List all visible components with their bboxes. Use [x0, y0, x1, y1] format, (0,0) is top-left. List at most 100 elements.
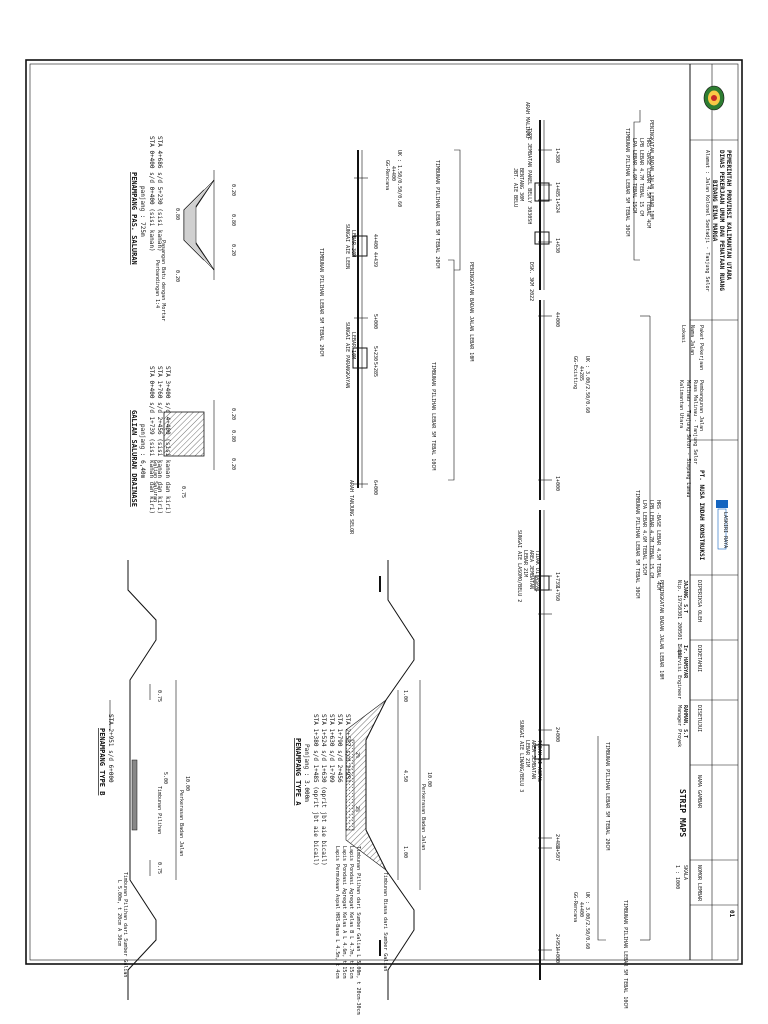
typeA-sta: STA 2+537 s/d 2+951	[344, 714, 351, 783]
fill-note-10cm: TIMBUNAN PILIHAN LEBAR 5M TEBAL 10CM	[622, 900, 628, 1008]
division-name: BIDANG BINA MARGA	[711, 180, 718, 242]
rect-sta-2: STA 1+760 s/d 2+456 (sisi kanan dan kiri…	[156, 366, 163, 514]
station-label: 2+951	[554, 934, 560, 949]
spec-line: LPB LEBAR 4.7M TEBAL 15 CM	[648, 500, 654, 578]
svg-text:0.20: 0.20	[230, 408, 236, 420]
typeA-sta: STA 1+630 s/d 1+709	[328, 714, 335, 783]
station-label: 4+439	[372, 252, 378, 267]
svg-text:0.80: 0.80	[230, 430, 236, 442]
station-label: 5+000	[372, 314, 378, 329]
culvert-size: UK : 3.00/2.50/0.60	[584, 892, 590, 949]
title-block: PEMERINTAH PROVINSI KALIMANTAN UTARA DIN…	[674, 64, 738, 960]
typeA-road: Perkerasan Badan Jalan	[420, 784, 426, 850]
svg-text:0.20: 0.20	[230, 184, 236, 196]
river-1-name: SUNGAI AIE LEEN	[344, 224, 350, 269]
spec-line: TIMBUNAN PILIHAN LEBAR 5M TEBAL 30CM	[624, 128, 630, 236]
svg-text:0.20: 0.20	[230, 244, 236, 256]
direction-label: ARAH MALINAU	[524, 102, 530, 138]
job-value: Pembangunan Jalan	[698, 380, 704, 431]
typeA-side: 1.00	[402, 690, 408, 702]
river-3-name: SUNGAI AIE LASOMO/BELU 2	[516, 530, 522, 602]
station-label: 1+380	[554, 148, 560, 163]
typeB-inner-label: Timbunan Pilihan	[156, 786, 162, 834]
pavement-layer	[131, 759, 138, 831]
typeB-title: PENAMPANG TYPE B	[98, 728, 106, 795]
cross-section-type-b: 10.00 Perkerasan Badan Jalan 5.00 Timbun…	[98, 560, 381, 1000]
fill-note-bottom: TIMBUNAN PILIHAN LEBAR 5M TEBAL 20CM	[604, 742, 610, 850]
widening-note-bottom: PENINGKATAN BADAN JALAN LEBAR 10M	[658, 580, 664, 679]
rect-note: Galian Saluran	[152, 460, 158, 502]
sig1-nip: Nip. 19750301 200501 1 001	[676, 580, 682, 658]
bridge-1-name: JBT. AIE BELU	[512, 168, 518, 207]
bridge-marker-2	[534, 575, 550, 591]
typeA-layer: Lapis Pondasi Agregat Kelas A L 4.6m, t …	[341, 846, 347, 978]
bridge-marker-3	[534, 744, 550, 760]
spec-line: HRS -BASE LEBAR 4.5M TEBAL 4CM	[655, 500, 661, 590]
culvert-station: 4+285	[578, 366, 584, 381]
contractor-name: PT. NUSA INDAH KONSTRUKSI	[698, 470, 705, 561]
channel-section	[163, 411, 205, 457]
trap-note: Pasangan Batu dengan Mortar	[160, 240, 166, 321]
culvert-plan: GG-Rencana	[572, 892, 578, 922]
typeA-inner: 4.50	[402, 770, 408, 782]
widening-note-2: PENINGKATAN BADAN JALAN LEBAR 10M	[468, 262, 474, 361]
fill-note-second: TIMBUNAN PILIHAN LEBAR 5M TEBAL 20CM	[318, 248, 324, 356]
station-label: 1+630	[554, 238, 560, 253]
year-value: Kalimantan Utara	[678, 380, 684, 428]
river-4-width: LEBAR 21M	[524, 740, 530, 767]
spec-line: LPB LEBAR 4.7M TEBAL 15 CM	[638, 138, 644, 216]
typeA-slope: 2%	[354, 806, 360, 812]
sig1-title: DIPERIKSA OLEH	[696, 580, 702, 622]
government-logo-icon	[703, 85, 725, 111]
typeB-note-2: L 5.00m, t 20cm A 30cm	[116, 880, 122, 946]
typeA-sta: STA 1+790 s/d 2+456	[336, 714, 343, 783]
station-label: 1+524	[554, 198, 560, 213]
typeA-length: Panjang : 3.000m	[303, 744, 310, 802]
svg-text:0.80: 0.80	[174, 208, 180, 220]
river-3-area: AREA JEMBATAN	[528, 550, 534, 589]
river-3-note: TIDAK DI ASPAL	[534, 550, 540, 592]
direction-label: ARAH TANJUNG SELOR	[348, 480, 354, 535]
pavement-layers	[345, 739, 355, 831]
sig3-name: RAHMAN, S.T	[682, 705, 688, 738]
widening-note-top: PENINGKATAN BADAN JALAN LEBAR 10M	[648, 120, 654, 219]
trapezoid-drainage-detail: 0.20 0.80 0.20 0.80 0.20 Pasangan Batu d…	[130, 136, 236, 321]
sig2-title: DIKETAHUI	[696, 645, 702, 672]
consultant-name: LASKIRI RAYA	[722, 512, 728, 548]
culvert-station: 4+400	[390, 166, 396, 181]
typeA-layer: Timbunan Pilihan dari Sumber Galian L 5.…	[355, 846, 361, 1015]
station-label: 1+485	[554, 182, 560, 197]
drawing-label: NAMA GAMBAR	[696, 775, 702, 809]
ground-profile	[127, 560, 157, 1000]
station-label: 2+486	[554, 834, 560, 849]
bridge-1-type: TYPE JEMBATAN PANEL BELLY 3030SH	[526, 128, 532, 224]
typeA-title: PENAMPANG TYPE A	[294, 738, 302, 806]
spec-line: HRS -BASE LEBAR 4.5M TEBAL 4CM	[645, 138, 651, 228]
typeB-sta: STA 2+951 s/d 6+000	[107, 714, 114, 783]
drawing-title: STRIP MAPS	[678, 789, 687, 837]
agency-name: PEMERINTAH PROVINSI KALIMANTAN UTARA	[725, 150, 732, 280]
svg-text:0.75: 0.75	[180, 486, 186, 498]
typeA-width: 10.00	[426, 772, 432, 787]
trapezoid-length: panjang : 725m	[139, 186, 146, 237]
spec-line: LPA LEBAR 4.6M TEBAL 15CM	[631, 138, 637, 213]
svg-text:0.20: 0.20	[174, 270, 180, 282]
cross-section-type-a: 10.00 Perkerasan Badan Jalan 4.50 1.00 1…	[294, 560, 432, 1015]
job-value-2: Ruas Malinau - Tanjung Selor	[692, 380, 698, 464]
station-label: 2+000	[554, 727, 560, 742]
river-4-area: AREA JEMBATAN	[530, 740, 536, 779]
trapezoid-sta-1: STA 0+400 s/d 0+400 (sisi kanan)	[148, 136, 155, 252]
trap-note-2: Perbandingan 1:4	[154, 260, 160, 308]
culvert-station: 4+400	[578, 902, 584, 917]
typeA-side: 1.00	[402, 846, 408, 858]
location-label: Nama Jalan	[689, 325, 695, 355]
station-label: 1+760	[554, 586, 560, 601]
typeB-road: Perkerasan Badan Jalan	[178, 790, 184, 856]
station-label: 2+507	[554, 846, 560, 861]
sig1-name: JAJANG, S.T	[682, 580, 688, 613]
trapezoid-sta-2: STA 4+686 s/d 5+230 (sisi kanan)	[156, 136, 163, 252]
fill-note-10cm-2: TIMBUNAN PILIHAN LEBAR 5M TEBAL 10CM	[430, 362, 436, 470]
sheet-number: 01	[728, 910, 735, 918]
culvert-plan: GG-Rencana	[384, 160, 390, 190]
